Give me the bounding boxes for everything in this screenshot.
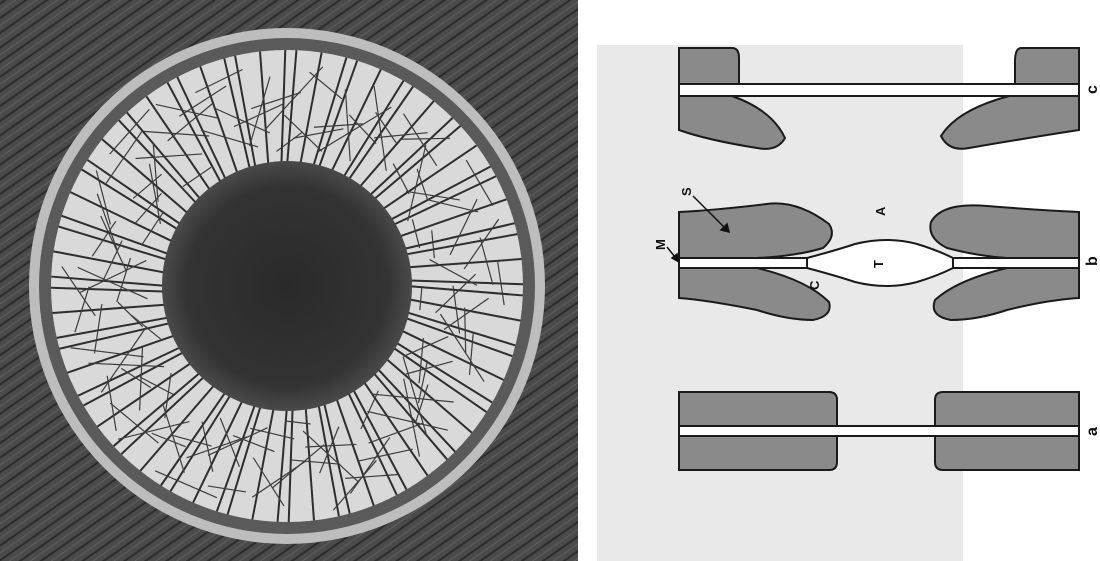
- schematic-svg: S M A T C c b a: [597, 0, 1100, 561]
- label-c: C: [807, 280, 822, 290]
- panel-a-right-top: [935, 392, 1079, 426]
- panel-c-membrane: [679, 84, 1079, 96]
- cross-section-svg: [0, 0, 578, 561]
- panel-b-left-upper: [679, 203, 832, 258]
- panel-label-c: c: [1084, 85, 1100, 94]
- panel-c-left-block-top: [679, 48, 739, 84]
- cross-section-photo: [0, 0, 578, 561]
- panel-b-right-upper: [930, 205, 1079, 258]
- panel-label-a: a: [1084, 427, 1100, 436]
- panel-a-right-bottom: [935, 436, 1079, 470]
- panel-a-left-top: [679, 392, 837, 426]
- label-m: M: [653, 239, 668, 250]
- label-a: A: [873, 206, 888, 216]
- label-s: S: [679, 187, 694, 196]
- panel-c-right-block-top: [1015, 48, 1079, 84]
- label-t: T: [871, 260, 886, 268]
- panel-a-left-bottom: [679, 436, 837, 470]
- panel-label-b: b: [1084, 256, 1100, 266]
- schematic-diagram: S M A T C c b a: [597, 0, 1100, 561]
- panel-a-membrane: [679, 426, 1079, 436]
- dark-core: [162, 161, 412, 411]
